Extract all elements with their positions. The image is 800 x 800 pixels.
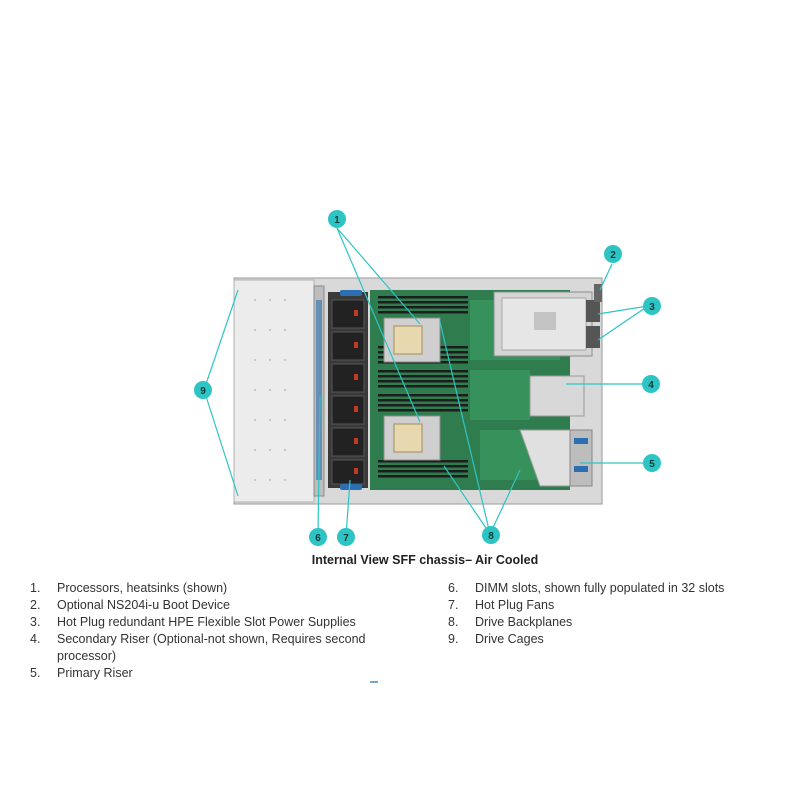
legend-item-number: 4. <box>30 632 41 646</box>
legend-item: 4. Secondary Riser (Optional-not shown, … <box>30 631 410 665</box>
callout-7-label: 7 <box>343 533 349 544</box>
legend-item: 9. Drive Cages <box>448 631 788 648</box>
callout-7: 7 <box>337 528 355 546</box>
legend-item-number: 7. <box>448 598 459 612</box>
legend-item-number: 9. <box>448 632 459 646</box>
server-internal-view-diagram: 1 2 3 4 5 6 7 8 9 <box>194 210 661 546</box>
callout-5: 5 <box>643 454 661 472</box>
legend-item-number: 5. <box>30 666 41 680</box>
secondary-riser <box>529 375 585 417</box>
callout-3: 3 <box>643 297 661 315</box>
legend-item-number: 6. <box>448 581 459 595</box>
callout-5-label: 5 <box>649 459 655 470</box>
callout-8-label: 8 <box>488 531 494 542</box>
legend-item-number: 3. <box>30 615 41 629</box>
server-chassis <box>233 277 603 505</box>
legend-item: 6. DIMM slots, shown fully populated in … <box>448 580 788 597</box>
drive-cage <box>233 279 315 503</box>
legend-item: 7. Hot Plug Fans <box>448 597 788 614</box>
legend-item-text: Hot Plug Fans <box>475 598 555 612</box>
legend-item-text: DIMM slots, shown fully populated in 32 … <box>475 581 725 595</box>
callout-9-label: 9 <box>200 386 206 397</box>
callout-4-label: 4 <box>648 380 654 391</box>
callout-9: 9 <box>194 381 212 399</box>
legend-item: 8. Drive Backplanes <box>448 614 788 631</box>
processor-heatsinks <box>383 317 441 461</box>
legend-item: 1. Processors, heatsinks (shown) <box>30 580 410 597</box>
callout-6-label: 6 <box>315 533 321 544</box>
primary-riser <box>519 429 593 487</box>
legend-item: 5. Primary Riser <box>30 665 410 682</box>
callout-3-label: 3 <box>649 302 655 313</box>
legend-item-number: 8. <box>448 615 459 629</box>
power-supplies <box>493 291 600 357</box>
callout-1-label: 1 <box>334 215 340 226</box>
callout-4: 4 <box>642 375 660 393</box>
legend-item-text: Primary Riser <box>57 666 133 680</box>
legend-item: 2. Optional NS204i-u Boot Device <box>30 597 410 614</box>
legend-item-number: 1. <box>30 581 41 595</box>
hot-plug-fans <box>331 299 365 485</box>
legend-item-text: Optional NS204i-u Boot Device <box>57 598 231 612</box>
legend-item-text: Secondary Riser (Optional-not shown, Req… <box>57 632 366 663</box>
legend-right: 6. DIMM slots, shown fully populated in … <box>448 580 788 648</box>
legend-item-text: Processors, heatsinks (shown) <box>57 581 228 595</box>
legend-item-text: Drive Backplanes <box>475 615 573 629</box>
legend-left: 1. Processors, heatsinks (shown) 2. Opti… <box>30 580 410 682</box>
legend-item-number: 2. <box>30 598 41 612</box>
callout-2: 2 <box>604 245 622 263</box>
diagram-caption: Internal View SFF chassis– Air Cooled <box>311 553 539 567</box>
legend-item-text: Drive Cages <box>475 632 544 646</box>
callout-1: 1 <box>328 210 346 228</box>
decorative-dash <box>370 681 378 683</box>
callout-6: 6 <box>309 528 327 546</box>
callout-8: 8 <box>482 526 500 544</box>
legend-item: 3. Hot Plug redundant HPE Flexible Slot … <box>30 614 410 631</box>
boot-device <box>594 284 602 302</box>
callout-2-label: 2 <box>610 250 616 261</box>
legend-item-text: Hot Plug redundant HPE Flexible Slot Pow… <box>57 615 356 629</box>
callout-leader-lines <box>203 227 649 537</box>
